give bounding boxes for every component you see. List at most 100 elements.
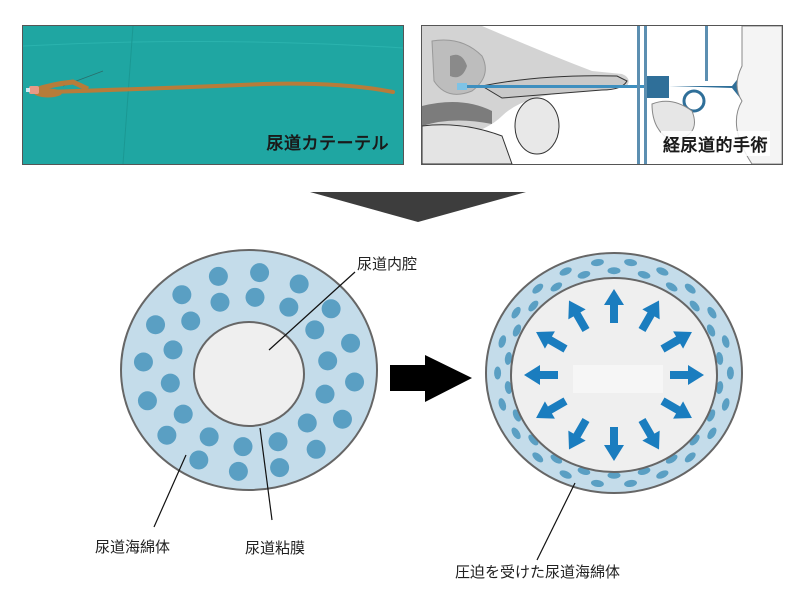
label-spongiosum: 尿道海綿体 <box>95 538 171 556</box>
lumen-leader-line <box>268 271 356 351</box>
spongiosum-vessel-dot <box>137 391 157 411</box>
spongiosum-vessel-dot <box>146 315 166 335</box>
pressure-arrow <box>660 397 692 419</box>
pressure-arrow-shape <box>604 289 624 323</box>
compressed-vessel-dot <box>624 258 638 267</box>
left-dot-group <box>133 263 365 481</box>
scope-handle-ring <box>682 89 706 113</box>
compressed-vessel-dot <box>498 335 507 348</box>
compressed-vessel-dot <box>532 452 544 463</box>
compressed-vessel-dot <box>532 283 544 294</box>
compressed-vessel-dot <box>607 471 621 479</box>
compressed-vessel-dot <box>707 306 717 319</box>
spongiosum-vessel-dot <box>268 432 288 452</box>
spongiosum-leader-line <box>153 454 187 528</box>
irrigation-tube <box>644 26 647 164</box>
compressed-vessel-dot <box>494 366 502 380</box>
surgery-caption: 経尿道的手術 <box>661 131 770 156</box>
spongiosum-vessel-dot <box>318 351 338 371</box>
spongiosum-vessel-dot <box>160 373 180 393</box>
pressure-arrow-group <box>524 289 704 461</box>
catheter-valve-tip <box>26 88 30 92</box>
label-lumen: 尿道内腔 <box>357 255 418 273</box>
compressed-vessel-dot <box>689 434 700 446</box>
spongiosum-vessel-dot <box>305 320 325 340</box>
spongiosum-vessel-dot <box>199 427 219 447</box>
compressed-vessel-dot <box>550 282 563 292</box>
dilated-urethra-cross-section <box>485 252 743 561</box>
compressed-vessel-dot <box>684 452 696 463</box>
compressed-vessel-dot <box>512 324 522 337</box>
compressed-vessel-dot <box>721 398 730 411</box>
scope-tip <box>457 83 467 90</box>
pressure-arrow <box>568 300 590 332</box>
label-mucosa: 尿道粘膜 <box>245 539 306 557</box>
spongiosum-vessel-dot <box>332 409 352 429</box>
surgery-illustration-panel: 経尿道的手術 <box>421 25 783 165</box>
scrotum <box>514 97 560 155</box>
spongiosum-vessel-dot <box>245 287 265 307</box>
pressure-arrow-shape <box>568 300 590 332</box>
pressure-arrow-shape <box>568 418 590 450</box>
surgeon-face <box>735 26 782 164</box>
pressure-arrow-shape <box>638 300 660 332</box>
irrigation-tube <box>637 26 640 164</box>
pressure-arrow <box>536 397 568 419</box>
compressed-vessel-dot <box>511 427 521 440</box>
catheter-photo-panel: 尿道カテーテル <box>22 25 404 165</box>
pressure-arrow <box>568 418 590 450</box>
compressed-vessel-dot <box>559 470 572 479</box>
compressed-vessel-dot <box>684 283 696 294</box>
compressed-vessel-dot <box>504 381 512 395</box>
light-cable <box>705 26 708 81</box>
drape-fold <box>122 26 134 164</box>
compressed-vessel-dot <box>656 267 669 276</box>
compressed-vessel-dot <box>656 470 669 479</box>
spongiosum-vessel-dot <box>173 404 193 424</box>
compressed-vessel-dot <box>607 267 621 275</box>
pressure-arrow <box>638 300 660 332</box>
compressed-vessel-dot <box>637 271 651 279</box>
lumen-normal <box>193 321 305 427</box>
scope-shaft <box>457 85 647 88</box>
spongiosum-vessel-dot <box>270 458 290 478</box>
spongiosum-vessel-dot <box>321 299 341 319</box>
compressed-spongiosum-leader-line <box>536 482 576 561</box>
compressed-spongiosum-outer <box>485 252 743 494</box>
catheter-tube <box>46 81 395 94</box>
compressed-vessel-dot <box>590 479 604 488</box>
compressed-vessel-dot <box>665 282 678 292</box>
catheter-caption: 尿道カテーテル <box>266 134 389 154</box>
compressed-vessel-dot <box>726 366 734 380</box>
compressed-vessel-dot <box>577 271 591 279</box>
pressure-arrow-shape <box>536 397 568 419</box>
label-compressed-spongiosum: 圧迫を受けた尿道海綿体 <box>455 563 621 581</box>
pressure-arrow-shape <box>524 365 558 385</box>
spongiosum-vessel-dot <box>341 333 361 353</box>
spongiosum-vessel-dot <box>228 461 248 481</box>
spongiosum-vessel-dot <box>157 425 177 445</box>
eyepiece <box>669 76 740 98</box>
pressure-arrow-shape <box>536 331 568 353</box>
bladder <box>450 54 467 78</box>
compressed-vessel-dot <box>721 335 730 348</box>
compressed-vessel-dot <box>504 351 512 365</box>
spongiosum-outer <box>120 249 378 491</box>
spongiosum-vessel-dot <box>306 439 326 459</box>
compressed-vessel-dot <box>716 381 724 395</box>
drape-background <box>23 26 403 164</box>
compressed-vessel-dot <box>498 398 507 411</box>
normal-urethra-cross-section <box>120 249 378 528</box>
scope-body <box>647 76 669 98</box>
right-dot-group <box>494 258 734 488</box>
pressure-arrow-shape <box>638 418 660 450</box>
compressed-vessel-dot <box>716 351 724 365</box>
spongiosum-vessel-dot <box>233 437 253 457</box>
compressed-vessel-dot <box>550 454 563 464</box>
compressed-vessel-dot <box>528 300 539 312</box>
compressed-vessel-dot <box>665 454 678 464</box>
mucosa-leader-line <box>259 427 273 521</box>
compressed-vessel-dot <box>528 434 539 446</box>
pressure-arrow-shape <box>660 331 692 353</box>
surgery-illustration <box>422 26 782 164</box>
